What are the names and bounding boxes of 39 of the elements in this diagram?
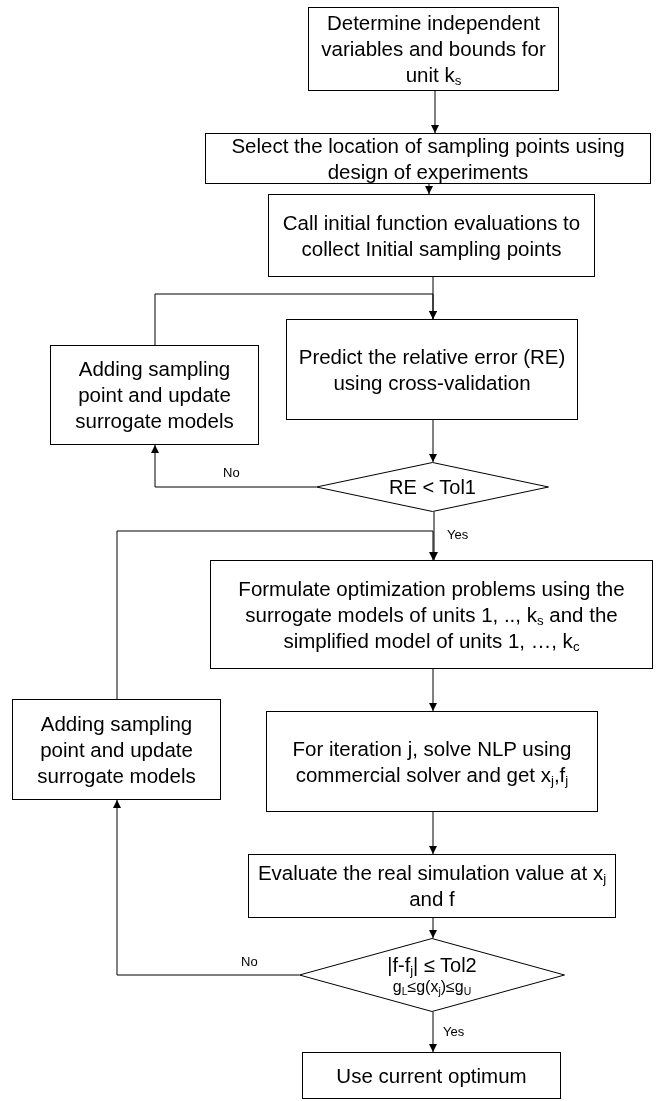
step-text: Determine independent variables and bounds for unit k$_{s}$ [320,10,547,88]
decision-diamond [299,938,565,1012]
edge-label: Yes [446,528,470,541]
arrow [429,1011,437,1053]
process-box [308,7,559,91]
arrow [429,917,437,939]
edge-label: Yes [442,1025,466,1038]
process-box [50,345,259,445]
condition-text: RE < Tol1 [389,475,476,499]
arrow [113,799,300,976]
step-text: Adding sampling point and update surrogate models [74,356,235,434]
process-box [12,699,221,800]
step-text: Select the location of sampling points using design of experiments [230,132,626,185]
edge-label: No [240,955,259,968]
step-text: Predict the relative error (RE) using cross-validation [297,343,567,396]
arrow [431,90,439,134]
arrow [429,419,437,463]
step-text: Evaluate the real simulation value at x$_{j}$ and f [256,860,608,912]
step-text: For iteration j, solve NLP using commercial solver and get x$_{j}$,f$_{j}$ [291,735,573,788]
process-box [286,319,578,420]
edge-label: No [222,466,241,479]
arrow [116,530,437,700]
step-text: Adding sampling point and update surrogate models [36,710,197,789]
process-box [248,854,616,918]
process-box [210,560,653,669]
arrow [425,183,433,195]
arrow [154,293,437,346]
step-text: Call initial function evaluations to collect Initial sampling points [281,209,582,262]
decision-diamond [316,462,549,512]
process-box [266,711,598,812]
step-text: Formulate optimization problems using the surrogate models of units 1, .., k$_{s}$ and the simplified model of units 1, …, k$_{c}$ [237,575,626,654]
process-box [302,1052,561,1099]
step-text: Use current optimum [336,1062,527,1089]
arrow [429,668,437,712]
arrow [429,811,437,855]
process-box [268,194,595,277]
condition-text: g$_{L}$≤g(x$_{j}$)≤g$_{U}$ [392,978,472,997]
condition-text: |f-f$_{j}$| ≤ Tol2 [387,953,477,977]
arrow [151,444,317,488]
